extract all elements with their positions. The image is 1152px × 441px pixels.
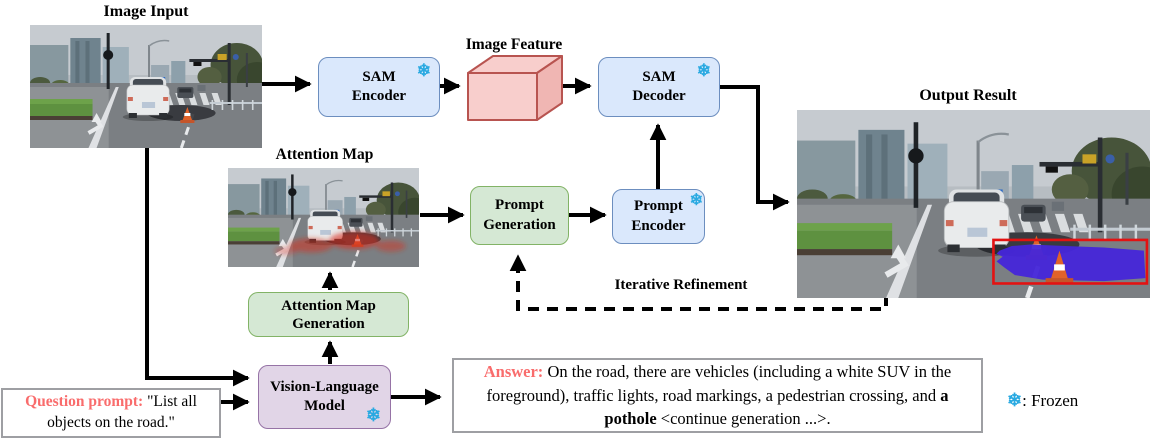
amg-line1: Attention Map [281, 297, 376, 314]
attention-map-generation-box: Attention Map Generation [248, 292, 409, 337]
vlm-line2: Model [304, 398, 345, 414]
frozen-legend: ❄: Frozen [1007, 390, 1078, 411]
image-feature-label: Image Feature [465, 36, 563, 53]
snowflake-icon: ❄ [696, 61, 711, 80]
sam-encoder-line1: SAM [362, 68, 396, 85]
attention-map-image [228, 168, 419, 267]
prompt-generation-line2: Generation [483, 216, 556, 233]
snowflake-icon: ❄ [1007, 390, 1023, 410]
attention-heatmap-overlay [274, 231, 406, 255]
vision-language-model-box: Vision-Language Model ❄ [258, 365, 391, 429]
prompt-generation-line1: Prompt [495, 197, 544, 214]
output-result-label: Output Result [919, 87, 1017, 104]
sam-decoder-line2: Decoder [632, 88, 686, 104]
attention-map-label: Attention Map [275, 146, 374, 163]
answer-prefix: Answer: [483, 362, 544, 382]
answer-text-1: On the road, there are vehicles (includi… [486, 362, 952, 405]
iterative-refinement-label: Iterative Refinement [614, 277, 748, 293]
question-prompt-prefix: Question prompt: [25, 393, 144, 411]
output-result-image [797, 110, 1150, 298]
vlm-line1: Vision-Language [270, 378, 379, 395]
image-input-label: Image Input [103, 3, 189, 20]
answer-text-2: <continue generation ...>. [656, 409, 831, 429]
sam-encoder-line2: Encoder [351, 88, 407, 104]
input-image [30, 25, 262, 148]
frozen-legend-label: : Frozen [1022, 391, 1079, 410]
snowflake-icon: ❄ [689, 192, 703, 209]
prompt-generation-box: Prompt Generation [470, 186, 569, 245]
sam-encoder-box: SAM Encoder ❄ [318, 57, 440, 117]
snowflake-icon: ❄ [365, 404, 381, 425]
amg-line2: Generation [292, 315, 365, 332]
question-prompt-box: Question prompt: "List all objects on th… [1, 388, 221, 438]
answer-box: Answer: On the road, there are vehicles … [452, 358, 983, 433]
snowflake-icon: ❄ [416, 61, 431, 80]
question-prompt-text: "List all objects on the road." [47, 393, 197, 431]
detection-bbox [992, 238, 1149, 285]
prompt-encoder-line1: Prompt [634, 198, 683, 215]
prompt-encoder-line2: Encoder [631, 217, 686, 234]
answer-bold-phrase: a pothole [604, 385, 949, 429]
prompt-encoder-box: Prompt Encoder ❄ [612, 189, 705, 244]
image-feature-cube [462, 52, 567, 124]
segmentation-mask [996, 244, 1146, 282]
sam-decoder-line1: SAM [642, 68, 676, 85]
sam-decoder-box: SAM Decoder ❄ [598, 57, 720, 117]
